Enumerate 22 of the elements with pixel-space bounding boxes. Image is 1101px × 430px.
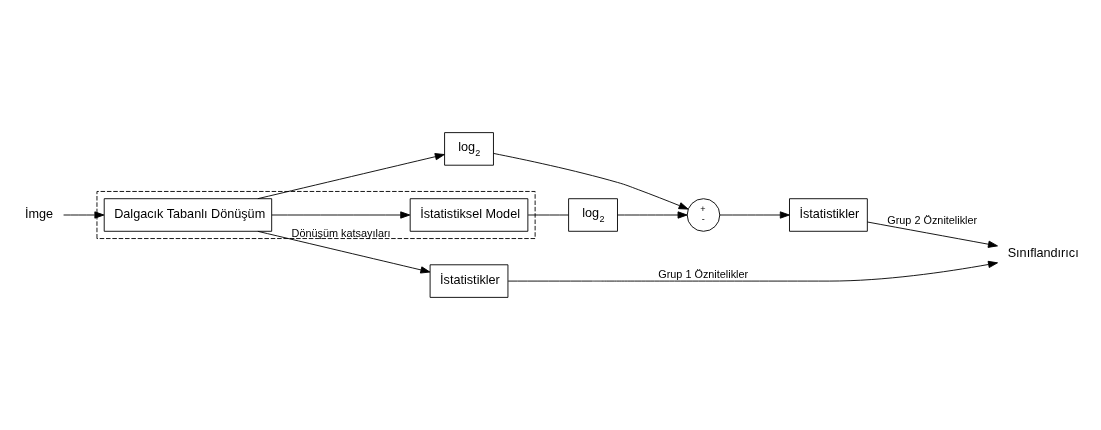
arrow bbox=[493, 153, 689, 210]
node-box: Dalgacık Tabanlı Dönüşüm bbox=[103, 198, 273, 232]
node-box: İstatistikler bbox=[429, 264, 509, 298]
arrow bbox=[63, 211, 105, 219]
node-box: log$_{2}$ bbox=[568, 198, 618, 232]
arrow bbox=[257, 153, 445, 200]
node-text: Sınıflandırıcı bbox=[1007, 246, 1079, 261]
node-box: log$_{2}$ bbox=[444, 132, 494, 166]
arrow bbox=[271, 211, 411, 219]
arrow bbox=[257, 230, 431, 274]
arrow bbox=[617, 211, 688, 219]
edge-label: Dönüşüm katsayıları bbox=[291, 227, 391, 240]
arrow bbox=[719, 211, 790, 219]
connector bbox=[527, 214, 569, 216]
node-box: İstatistikler bbox=[789, 198, 868, 232]
edge-label: Grup 2 Öznitelikler bbox=[887, 213, 978, 226]
node-box: İstatistiksel Model bbox=[409, 198, 529, 232]
edge-label: Grup 1 Öznitelikler bbox=[658, 268, 749, 281]
node-text: İmge bbox=[24, 207, 54, 222]
arrow bbox=[507, 260, 998, 282]
node-circle: + - bbox=[686, 198, 721, 232]
arrow bbox=[866, 221, 998, 248]
